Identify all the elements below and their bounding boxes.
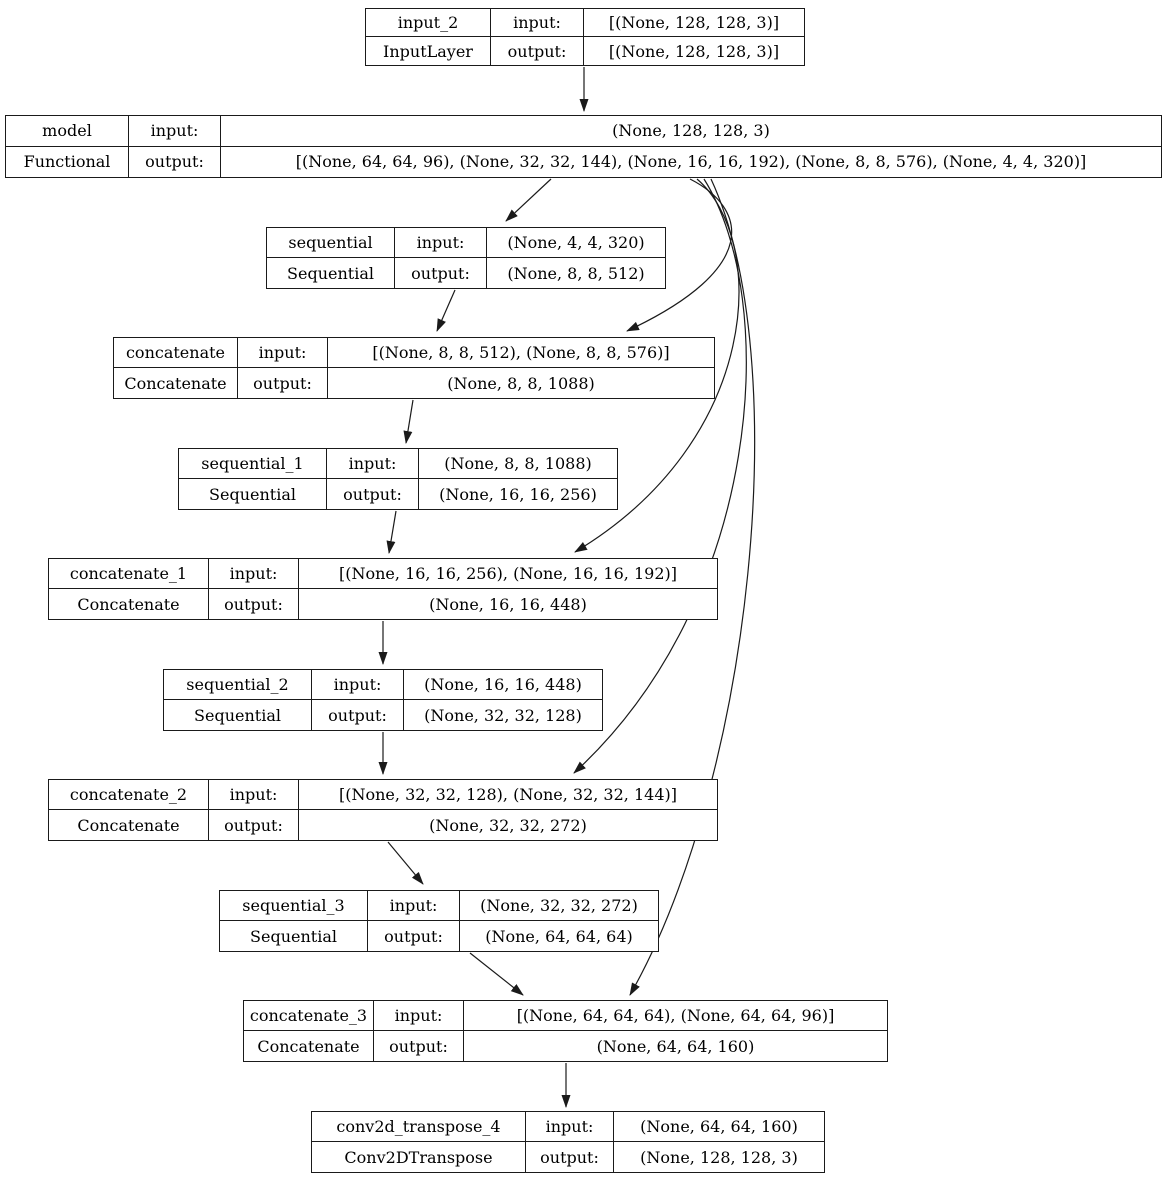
output-label: output: [526, 1142, 614, 1172]
edge-sequential_1-concatenate_1 [386, 510, 397, 554]
node-concatenate_3: concatenate_3 input: [(None, 64, 64, 64)… [243, 1000, 888, 1062]
layer-type: Sequential [220, 921, 368, 951]
node-sequential: sequential input: (None, 4, 4, 320) Sequ… [266, 227, 666, 289]
output-label: output: [374, 1031, 464, 1061]
layer-type: Sequential [267, 258, 395, 288]
output-label: output: [368, 921, 460, 951]
input-shape: (None, 8, 8, 1088) [419, 449, 617, 479]
input-shape: (None, 32, 32, 272) [460, 891, 658, 921]
layer-name: sequential [267, 228, 395, 258]
node-sequential_3: sequential_3 input: (None, 32, 32, 272) … [219, 890, 659, 952]
output-shape: (None, 8, 8, 1088) [447, 373, 595, 393]
input-label: input: [395, 228, 487, 258]
input-shape: [(None, 8, 8, 512), (None, 8, 8, 576)] [328, 338, 714, 368]
output-shape: (None, 64, 64, 160) [596, 1036, 755, 1056]
layer-name: sequential_1 [179, 449, 327, 479]
output-shape: (None, 64, 64, 64) [485, 926, 633, 946]
layer-type: Sequential [179, 479, 327, 509]
node-sequential_1: sequential_1 input: (None, 8, 8, 1088) S… [178, 448, 618, 510]
input-label: input: [129, 116, 221, 147]
layer-type: Concatenate [49, 589, 209, 619]
input-label: input: [526, 1112, 614, 1142]
edge-sequential-concatenate [436, 289, 456, 332]
layer-name: input_2 [366, 9, 491, 37]
input-label: input: [312, 670, 404, 700]
edge-model-sequential [505, 178, 552, 222]
output-shape: (None, 128, 128, 3) [640, 1147, 798, 1167]
edge-sequential_3-concatenate_3 [469, 952, 524, 996]
layer-type: Sequential [164, 700, 312, 730]
input-shape: [(None, 32, 32, 128), (None, 32, 32, 144… [299, 780, 717, 810]
layer-type: Concatenate [244, 1031, 374, 1061]
layer-type: Concatenate [49, 810, 209, 840]
output-label: output: [327, 479, 419, 509]
edge-concatenate-sequential_1 [403, 399, 414, 444]
layer-name: sequential_3 [220, 891, 368, 921]
output-label: output: [238, 368, 328, 398]
layer-name: sequential_2 [164, 670, 312, 700]
layer-type: Functional [6, 146, 129, 177]
node-conv2d_transpose_4: conv2d_transpose_4 input: (None, 64, 64,… [311, 1111, 825, 1173]
layer-name: concatenate_1 [49, 559, 209, 589]
output-label: output: [209, 810, 299, 840]
output-label: output: [395, 258, 487, 288]
input-shape: (None, 16, 16, 448) [404, 670, 602, 700]
layer-name: concatenate_2 [49, 780, 209, 810]
layer-name: concatenate [114, 338, 238, 368]
input-label: input: [368, 891, 460, 921]
output-label: output: [312, 700, 404, 730]
output-shape: (None, 16, 16, 256) [439, 484, 597, 504]
input-label: input: [327, 449, 419, 479]
node-input_2: input_2 input: [(None, 128, 128, 3)] Inp… [365, 8, 805, 66]
layer-name: conv2d_transpose_4 [312, 1112, 526, 1142]
output-label: output: [209, 589, 299, 619]
layer-type: Concatenate [114, 368, 238, 398]
layer-type: Conv2DTranspose [312, 1142, 526, 1172]
edge-concatenate_2-sequential_3 [387, 841, 424, 885]
input-shape: (None, 128, 128, 3) [221, 116, 1161, 147]
input-shape: [(None, 128, 128, 3)] [584, 9, 804, 37]
input-shape: (None, 64, 64, 160) [614, 1112, 824, 1142]
input-label: input: [238, 338, 328, 368]
input-label: input: [491, 9, 584, 37]
output-label: output: [491, 37, 584, 65]
node-concatenate_1: concatenate_1 input: [(None, 16, 16, 256… [48, 558, 718, 620]
layer-type: InputLayer [366, 37, 491, 65]
output-shape: (None, 32, 32, 272) [429, 815, 587, 835]
node-sequential_2: sequential_2 input: (None, 16, 16, 448) … [163, 669, 603, 731]
node-model: model input: (None, 128, 128, 3) Functio… [5, 115, 1162, 178]
layer-name: model [6, 116, 129, 147]
node-concatenate_2: concatenate_2 input: [(None, 32, 32, 128… [48, 779, 718, 841]
output-shape: (None, 8, 8, 512) [507, 263, 645, 283]
output-shape: (None, 32, 32, 128) [424, 705, 582, 725]
output-label: output: [129, 146, 221, 177]
node-concatenate: concatenate input: [(None, 8, 8, 512), (… [113, 337, 715, 399]
layer-name: concatenate_3 [244, 1001, 374, 1031]
input-shape: [(None, 16, 16, 256), (None, 16, 16, 192… [299, 559, 717, 589]
input-label: input: [209, 559, 299, 589]
output-shape: [(None, 128, 128, 3)] [608, 41, 780, 61]
input-label: input: [209, 780, 299, 810]
input-shape: [(None, 64, 64, 64), (None, 64, 64, 96)] [464, 1001, 887, 1031]
input-label: input: [374, 1001, 464, 1031]
input-shape: (None, 4, 4, 320) [487, 228, 665, 258]
output-shape: (None, 16, 16, 448) [429, 594, 587, 614]
output-shape: [(None, 64, 64, 96), (None, 32, 32, 144)… [295, 152, 1087, 172]
